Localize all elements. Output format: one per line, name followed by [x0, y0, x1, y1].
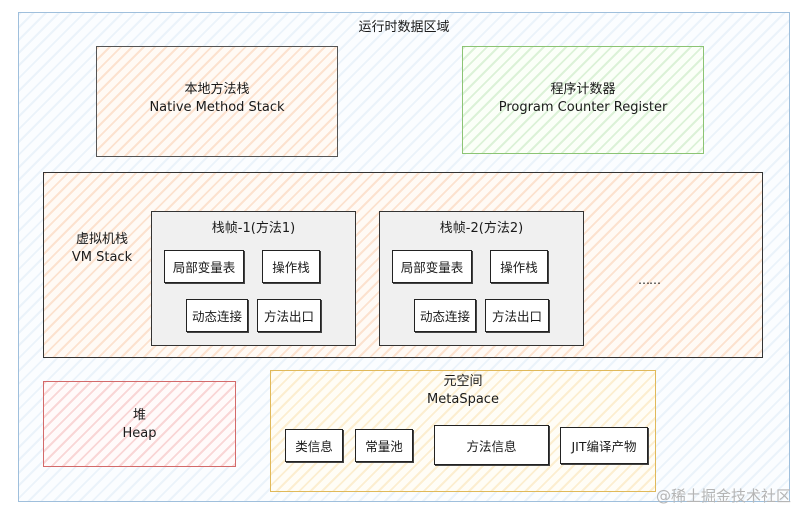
metaspace-name: 元空间	[443, 374, 483, 389]
stack-frame-1: 栈帧-1(方法1) 局部变量表 操作栈 动态连接 方法出口	[151, 211, 356, 346]
jit-compiled-code: JIT编译产物	[560, 427, 648, 464]
heap-en: Heap	[122, 426, 157, 441]
vm-stack-name: 虚拟机栈	[75, 232, 128, 247]
native-method-stack-name: 本地方法栈	[184, 82, 250, 97]
vm-stack-ellipsis: ……	[638, 273, 661, 287]
class-info: 类信息	[285, 429, 343, 462]
operand-stack: 操作栈	[490, 250, 548, 283]
native-method-stack-en: Native Method Stack	[149, 100, 285, 115]
constant-pool: 常量池	[355, 429, 413, 462]
method-exit: 方法出口	[257, 299, 321, 332]
vm-stack: 虚拟机栈 VM Stack 栈帧-1(方法1) 局部变量表 操作栈 动态连接 方…	[43, 172, 763, 358]
stack-frame-2-title: 栈帧-2(方法2)	[439, 221, 524, 236]
program-counter-name: 程序计数器	[550, 82, 616, 97]
local-variable-table: 局部变量表	[164, 250, 244, 283]
stack-frame-1-title: 栈帧-1(方法1)	[211, 221, 296, 236]
program-counter-register: 程序计数器 Program Counter Register	[462, 46, 704, 154]
stack-frame-2: 栈帧-2(方法2) 局部变量表 操作栈 动态连接 方法出口	[379, 211, 584, 346]
method-info: 方法信息	[434, 425, 549, 465]
runtime-data-area-title: 运行时数据区域	[358, 20, 450, 35]
native-method-stack: 本地方法栈 Native Method Stack	[96, 46, 338, 157]
metaspace-en: MetaSpace	[427, 392, 499, 407]
method-exit: 方法出口	[485, 299, 549, 332]
program-counter-en: Program Counter Register	[498, 100, 668, 115]
dynamic-linking: 动态连接	[186, 299, 248, 332]
heap: 堆 Heap	[43, 381, 236, 467]
heap-name: 堆	[132, 408, 146, 423]
operand-stack: 操作栈	[262, 250, 320, 283]
vm-stack-en: VM Stack	[71, 250, 133, 265]
local-variable-table: 局部变量表	[392, 250, 472, 283]
metaspace: 元空间 MetaSpace 类信息 常量池 方法信息 JIT编译产物	[270, 370, 656, 492]
dynamic-linking: 动态连接	[414, 299, 476, 332]
watermark: @稀土掘金技术社区	[655, 487, 791, 505]
